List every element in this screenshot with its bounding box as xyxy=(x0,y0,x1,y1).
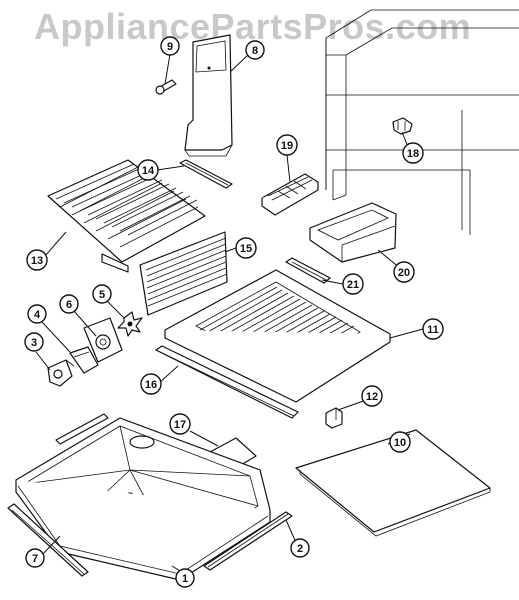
watermark-text: AppliancePartsPros.com xyxy=(34,6,472,47)
callout-18: 18 xyxy=(402,142,424,164)
callout-19: 19 xyxy=(276,134,298,156)
part-21-strip xyxy=(285,257,331,284)
part-3-motor xyxy=(47,359,75,387)
callout-14-label: 14 xyxy=(142,165,155,177)
callout-18-label: 18 xyxy=(407,148,419,160)
callout-8: 8 xyxy=(245,40,265,60)
part-11-shelf xyxy=(164,269,391,403)
part-6-shroud xyxy=(83,317,123,363)
callout-19-label: 19 xyxy=(281,140,293,152)
part-7-rail xyxy=(7,503,89,577)
callout-4-label: 4 xyxy=(34,309,41,321)
callout-12: 12 xyxy=(361,385,383,407)
callout-12-label: 12 xyxy=(366,391,378,403)
part-16-trim xyxy=(155,345,299,419)
callout-1-label: 1 xyxy=(182,573,188,585)
callout-3: 3 xyxy=(24,332,44,352)
part-2-rail xyxy=(203,511,293,571)
callout-3-label: 3 xyxy=(31,337,37,349)
callout-15: 15 xyxy=(235,237,257,259)
callout-1: 1 xyxy=(175,568,195,588)
callout-6: 6 xyxy=(59,294,79,314)
callout-17: 17 xyxy=(169,413,191,435)
callout-4: 4 xyxy=(27,304,47,324)
callout-5-label: 5 xyxy=(99,289,105,301)
callout-15-label: 15 xyxy=(240,243,252,255)
callout-7-label: 7 xyxy=(32,553,38,565)
part-20-bin xyxy=(309,202,397,263)
callout-7: 7 xyxy=(25,548,45,568)
callout-10-label: 10 xyxy=(394,437,406,449)
callout-13: 13 xyxy=(26,249,48,271)
callout-10: 10 xyxy=(389,431,411,453)
part-15-panel xyxy=(139,231,228,316)
part-18-bracket xyxy=(392,117,413,135)
rail-upper-left xyxy=(55,413,109,445)
callout-21: 21 xyxy=(342,273,364,295)
part-4-bracket xyxy=(69,346,99,374)
part-10-cover xyxy=(295,429,491,537)
callout-8-label: 8 xyxy=(252,45,258,57)
callout-6-label: 6 xyxy=(66,299,72,311)
callout-9-label: 9 xyxy=(167,41,173,53)
part-8-panel xyxy=(184,34,233,157)
cabinet-outline xyxy=(325,9,519,235)
part-12-clip xyxy=(325,407,343,429)
callout-13-label: 13 xyxy=(31,255,43,267)
callout-16-label: 16 xyxy=(145,379,157,391)
callout-2: 2 xyxy=(290,538,310,558)
part-14-rail xyxy=(179,159,233,189)
part-9-screw xyxy=(155,79,177,95)
callout-14: 14 xyxy=(137,159,159,181)
callout-20-label: 20 xyxy=(398,267,410,279)
callout-2-label: 2 xyxy=(297,543,303,555)
callout-17-label: 17 xyxy=(174,419,186,431)
part-13-wire-shelf xyxy=(47,159,206,273)
part-19-ice-tray xyxy=(261,173,319,216)
callout-11-label: 11 xyxy=(427,324,439,336)
part-1-base xyxy=(15,417,271,581)
callout-21-label: 21 xyxy=(347,279,359,291)
callout-9: 9 xyxy=(160,36,180,56)
callout-11: 11 xyxy=(422,318,444,340)
callout-5: 5 xyxy=(92,284,112,304)
callout-20: 20 xyxy=(393,261,415,283)
callout-16: 16 xyxy=(140,373,162,395)
